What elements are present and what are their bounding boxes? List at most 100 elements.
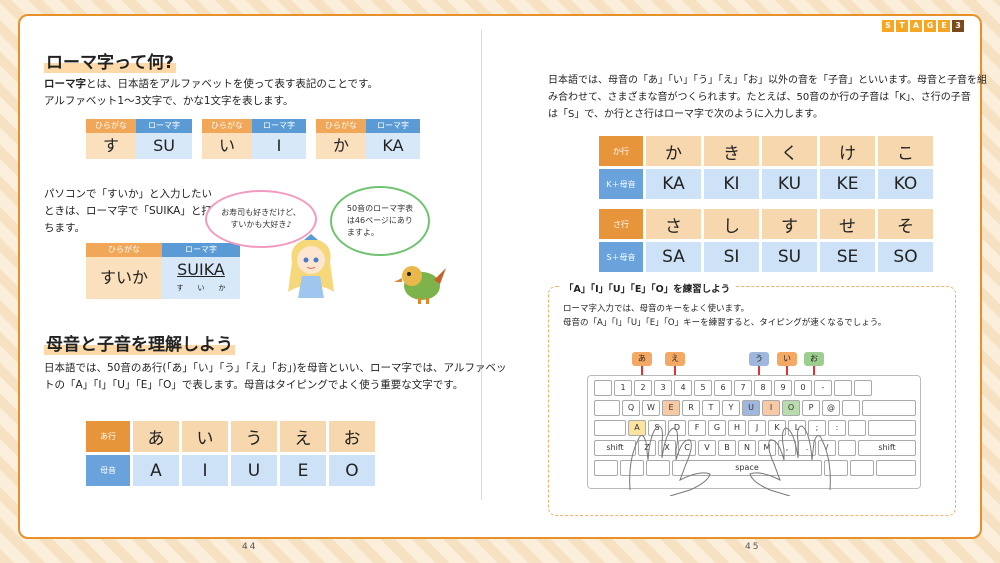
kana-cell: く: [762, 136, 817, 166]
pair-kana: か: [316, 133, 366, 159]
kana-cell: か: [646, 136, 701, 166]
consonant-line: は「S」で、か行とさ行はローマ字で次のように入力します。: [548, 109, 823, 120]
vowel-tag-i: い: [777, 352, 797, 366]
keyboard-practice-box: [548, 286, 956, 516]
pair-kana: すいか: [86, 257, 162, 299]
romaji-cell: SU: [762, 242, 817, 272]
key: L: [788, 420, 806, 436]
consonant-line: 日本語では、母音の「あ」「い」「う」「え」「お」以外の音を「子音」といいます。母…: [548, 75, 987, 86]
vowel-tag-u: う: [749, 352, 769, 366]
bubble-line: 50音のローマ字表: [346, 204, 414, 213]
romaji-cell: KE: [820, 169, 875, 199]
key-blank: [594, 380, 612, 396]
vowel-table: あ行 あ い う え お 母音 A I U E O: [83, 418, 378, 489]
pair-head-romaji: ローマ字: [162, 243, 240, 257]
key-blank: [646, 460, 670, 476]
pair-romaji: SUIKA: [177, 260, 225, 279]
key: @: [822, 400, 840, 416]
intro-line2: アルファベット1～3文字で、かな1文字を表します。: [44, 95, 294, 107]
kana-cell: え: [280, 421, 326, 452]
speech-bubble-bird: 50音のローマ字表は46ページにありますよ。: [330, 186, 430, 256]
speech-bubble-girl: お寿司も好きだけど、すいかも大好き♪: [205, 190, 317, 248]
key: H: [728, 420, 746, 436]
key: T: [702, 400, 720, 416]
row-label: K＋母音: [599, 169, 643, 199]
section-title-vowels: 母音と子音を理解しよう: [44, 330, 235, 355]
kana-cell: け: [820, 136, 875, 166]
bubble-line: ますよ。: [346, 228, 379, 237]
stage-number: 3: [952, 20, 964, 32]
bubble-line: すいかも大好き♪: [230, 220, 292, 229]
suika-sub-kana: す: [176, 284, 184, 292]
ka-row-table: か行 か き く け こ K＋母音 KA KI KU KE KO: [596, 133, 936, 202]
key: B: [718, 440, 736, 456]
key-blank: [594, 420, 626, 436]
key: 2: [634, 380, 652, 396]
key: R: [682, 400, 700, 416]
key: W: [642, 400, 660, 416]
page-title: ローマ字って何?: [44, 48, 177, 73]
romaji-cell: SI: [704, 242, 759, 272]
kana-cell: う: [231, 421, 277, 452]
key-a: A: [628, 420, 646, 436]
romaji-cell: I: [182, 455, 228, 486]
romaji-cell: A: [133, 455, 179, 486]
intro-bold: ローマ字: [44, 78, 86, 90]
key-blank: [620, 460, 644, 476]
pair-romaji: KA: [366, 133, 420, 159]
kb-line: 母音の「A」「I」「U」「E」「O」キーを練習すると、タイピングが速くなるでしょ…: [563, 318, 887, 328]
key-blank: [838, 440, 856, 456]
key: 8: [754, 380, 772, 396]
romaji-cell: SO: [878, 242, 933, 272]
stage-letter: A: [910, 20, 922, 32]
romaji-cell: SE: [820, 242, 875, 272]
key: Y: [722, 400, 740, 416]
key: 1: [614, 380, 632, 396]
pair-romaji: I: [252, 133, 306, 159]
key: 9: [774, 380, 792, 396]
key: G: [708, 420, 726, 436]
kana-cell: い: [182, 421, 228, 452]
stage-badge: S T A G E 3: [882, 20, 964, 32]
pair-romaji-cell: SUIKA す い か: [162, 257, 240, 299]
key-blank: [868, 420, 916, 436]
bubble-line: お寿司も好きだけど、: [221, 208, 301, 217]
key-blank: [854, 380, 872, 396]
pair-head-hiragana: ひらがな: [316, 119, 366, 133]
consonant-text: 日本語では、母音の「あ」「い」「う」「え」「お」以外の音を「子音」といいます。母…: [548, 72, 987, 123]
kana-cell: し: [704, 209, 759, 239]
romaji-cell: SA: [646, 242, 701, 272]
kana-cell: こ: [878, 136, 933, 166]
key: 6: [714, 380, 732, 396]
suika-sub-kana: い: [197, 284, 205, 292]
kana-cell: お: [329, 421, 375, 452]
girl-character-illustration: [288, 234, 334, 298]
intro-text: ローマ字とは、日本語をアルファベットを使って表す表記のことです。 アルファベット…: [44, 76, 378, 110]
key: 4: [674, 380, 692, 396]
key: P: [802, 400, 820, 416]
key: J: [748, 420, 766, 436]
key-shift-left: shift: [594, 440, 636, 456]
key: 0: [794, 380, 812, 396]
kana-cell: せ: [820, 209, 875, 239]
key-blank: [850, 460, 874, 476]
key: 5: [694, 380, 712, 396]
key-blank: [594, 460, 618, 476]
row-label: か行: [599, 136, 643, 166]
key-blank: [876, 460, 916, 476]
key-u: U: [742, 400, 760, 416]
bird-character-illustration: [394, 266, 446, 304]
key: Q: [622, 400, 640, 416]
key: V: [698, 440, 716, 456]
key: F: [688, 420, 706, 436]
romaji-cell: E: [280, 455, 326, 486]
key: :: [828, 420, 846, 436]
romaji-cell: KU: [762, 169, 817, 199]
key: -: [814, 380, 832, 396]
romaji-cell: KO: [878, 169, 933, 199]
suika-line: ときは、ローマ字で「SUIKA」と打: [44, 205, 212, 217]
hands-outline-illustration: [629, 425, 831, 496]
suika-sub: す い か: [162, 283, 240, 293]
